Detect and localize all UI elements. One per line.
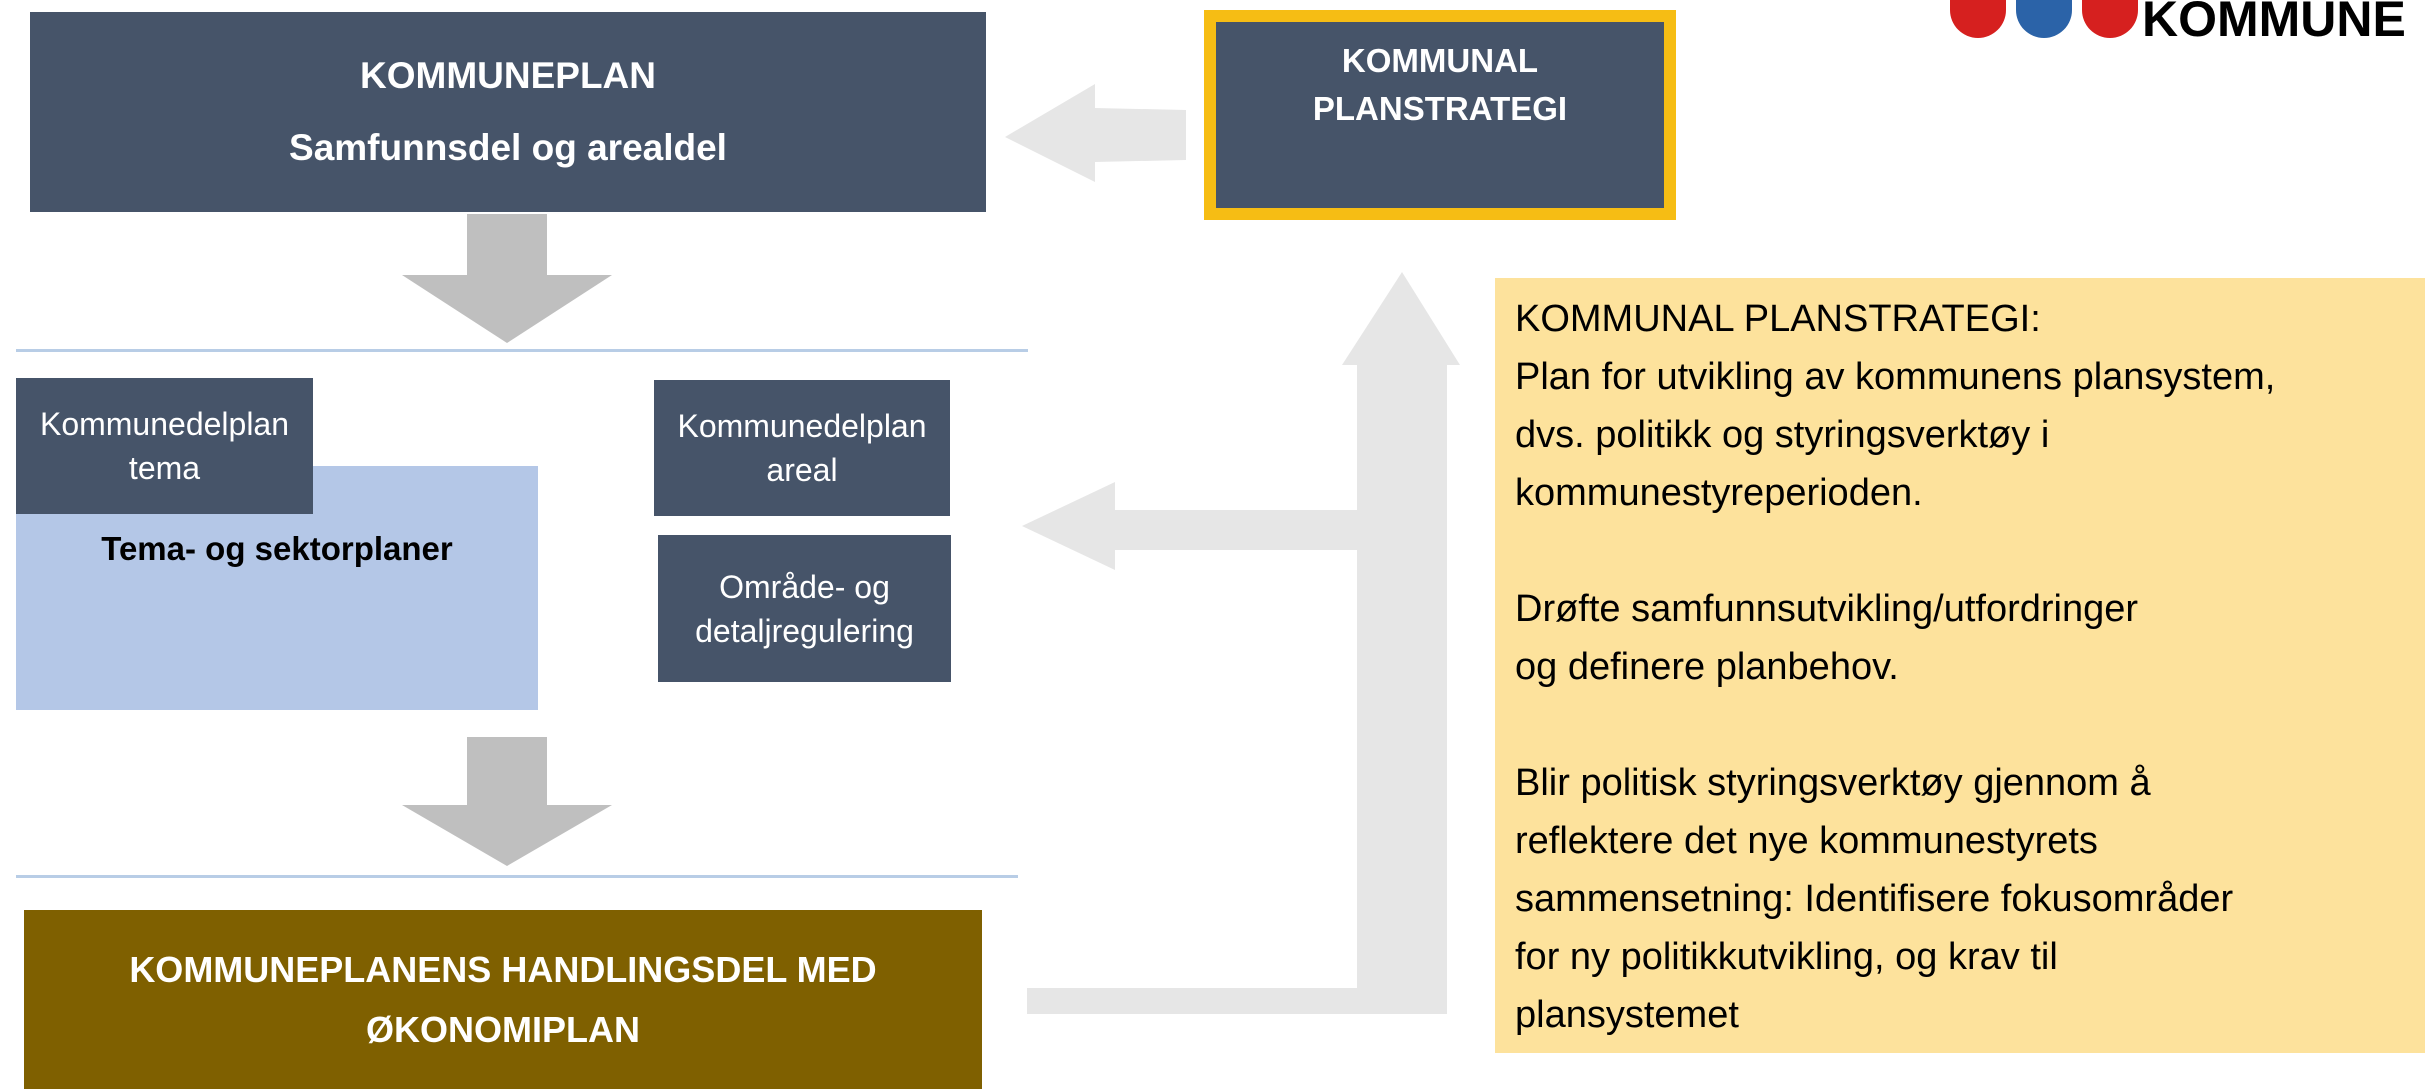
- kommunedelplan-tema-box: Kommunedelplan tema: [16, 378, 313, 514]
- crest-right-icon: [2082, 0, 2138, 38]
- arrow-left-strategy: [1005, 84, 1186, 182]
- kdp-tema-line-1: Kommunedelplan: [39, 406, 290, 442]
- divider-top: [16, 349, 1028, 352]
- arrow-loop-up: [1342, 272, 1460, 1014]
- info-line: plansystemet: [1515, 994, 1739, 1036]
- info-line: kommunestyreperioden.: [1515, 472, 1923, 514]
- omrade-detaljregulering-box: Område- og detaljregulering: [658, 535, 951, 682]
- planstrategi-line-2: PLANSTRATEGI: [1312, 90, 1568, 127]
- crest-middle-icon: [2016, 0, 2072, 38]
- info-line: sammensetning: Identifisere fokusområder: [1515, 878, 2234, 920]
- kommuneplan-box: KOMMUNEPLAN Samfunnsdel og arealdel: [30, 12, 986, 212]
- arrow-loop-left: [1022, 482, 1357, 570]
- omrade-line-1: Område- og: [719, 568, 890, 605]
- kommunedelplan-areal-box: Kommunedelplan areal: [654, 380, 950, 516]
- divider-bottom: [16, 875, 1018, 878]
- arrow-down-top: [402, 214, 612, 343]
- info-line: Plan for utvikling av kommunens plansyst…: [1515, 356, 2276, 398]
- planstrategi-box: KOMMUNAL PLANSTRATEGI: [1204, 10, 1676, 220]
- kdp-areal-line-2: areal: [766, 452, 838, 488]
- kdp-areal-line-1: Kommunedelplan: [677, 408, 927, 444]
- planstrategi-label: KOMMUNAL PLANSTRATEGI: [1313, 37, 1567, 133]
- info-line: for ny politikkutvikling, og krav til: [1515, 936, 2058, 978]
- arrow-loop-bottom: [1027, 988, 1447, 1014]
- handlingsdel-box: KOMMUNEPLANENS HANDLINGSDEL MED ØKONOMIP…: [24, 910, 982, 1089]
- handlingsdel-line-1: KOMMUNEPLANENS HANDLINGSDEL MED: [129, 948, 877, 990]
- info-line: KOMMUNAL PLANSTRATEGI:: [1515, 298, 2041, 340]
- crest-left-icon: [1950, 0, 2006, 38]
- info-line: Drøfte samfunnsutvikling/utfordringer: [1515, 588, 2139, 630]
- kommuneplan-title: KOMMUNEPLAN: [360, 55, 656, 96]
- arrow-down-bottom: [402, 737, 612, 866]
- kdp-tema-line-2: tema: [128, 450, 201, 486]
- info-line: reflektere det nye kommunestyrets: [1515, 820, 2098, 862]
- planstrategi-line-1: KOMMUNAL: [1341, 42, 1539, 79]
- info-line: dvs. politikk og styringsverktøy i: [1515, 414, 2050, 456]
- handlingsdel-line-2: ØKONOMIPLAN: [365, 1008, 640, 1050]
- info-line: Blir politisk styringsverktøy gjennom å: [1515, 762, 2151, 804]
- handlingsdel-label: KOMMUNEPLANENS HANDLINGSDEL MED ØKONOMIP…: [129, 940, 876, 1060]
- omrade-line-2: detaljregulering: [695, 612, 914, 649]
- info-line: og definere planbehov.: [1515, 646, 1899, 688]
- tema-sektorplaner-label: Tema- og sektorplaner: [101, 530, 453, 567]
- info-paragraph-1: KOMMUNAL PLANSTRATEGI: Plan for utviklin…: [1515, 290, 2405, 522]
- kommune-logo: KOMMUNE: [1950, 0, 2425, 47]
- info-paragraph-2: Drøfte samfunnsutvikling/utfordringer og…: [1515, 580, 2405, 696]
- planstrategi-info-box: KOMMUNAL PLANSTRATEGI: Plan for utviklin…: [1495, 278, 2425, 1053]
- info-paragraph-3: Blir politisk styringsverktøy gjennom å …: [1515, 754, 2405, 1044]
- logo-wordmark: KOMMUNE: [2142, 0, 2406, 47]
- kommuneplan-subtitle: Samfunnsdel og arealdel: [289, 127, 727, 168]
